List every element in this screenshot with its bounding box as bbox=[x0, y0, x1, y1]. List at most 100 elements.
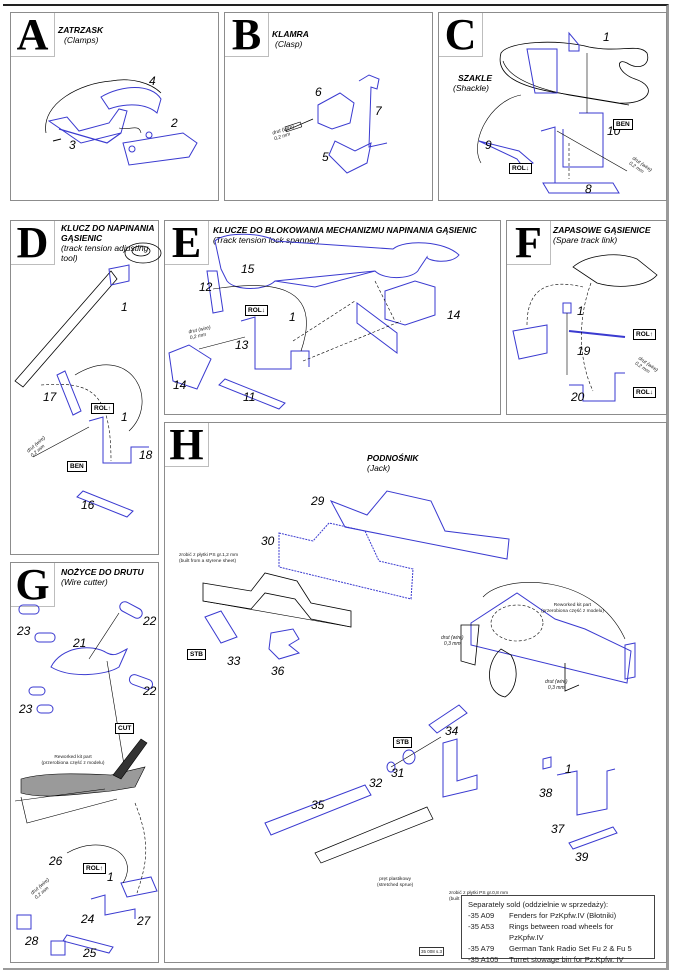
part-number: 29 bbox=[311, 494, 325, 508]
part-number: 38 bbox=[539, 786, 553, 800]
part-number: 7 bbox=[375, 104, 382, 118]
roll-tag: ROL↓ bbox=[633, 387, 656, 398]
jack-parts-drawing bbox=[202, 490, 636, 864]
title-english: (Track tension lock spanner) bbox=[213, 235, 320, 245]
part-number: 36 bbox=[271, 664, 285, 678]
title-polish: SZAKLE bbox=[458, 73, 492, 83]
part-number: 1 bbox=[121, 410, 128, 424]
panel-title: PODNOŚNIK (Jack) bbox=[367, 453, 418, 473]
sold-item-code: -35 A53 bbox=[468, 922, 495, 931]
wire-size: 0,3 mm bbox=[443, 641, 461, 647]
roll-tag: ROL↑ bbox=[91, 403, 114, 414]
title-polish: KLAMRA bbox=[272, 29, 309, 39]
part-number: 3 bbox=[69, 138, 76, 152]
panel-c-shackle: C SZAKLE (Shackle) 1 10 9 8 BEN ROL↓ dru… bbox=[438, 12, 667, 201]
note-line: Reworked kit part bbox=[54, 755, 92, 760]
clasp-parts-drawing bbox=[284, 74, 388, 174]
panel-letter: F bbox=[515, 217, 542, 267]
panel-letter-box: H bbox=[165, 419, 209, 469]
part-number: 35 bbox=[311, 798, 325, 812]
roll-tag: ROL↑ bbox=[83, 863, 106, 874]
part-number: 26 bbox=[49, 854, 63, 868]
part-number: 23 bbox=[17, 624, 31, 638]
part-number: 32 bbox=[369, 776, 383, 790]
panel-g-wire-cutter: G NOŻYCE DO DRUTU (Wire cutter) 22 23 21… bbox=[10, 562, 159, 963]
title-english: (Shackle) bbox=[453, 83, 489, 93]
panel-letter: G bbox=[15, 559, 50, 609]
part-number: 13 bbox=[235, 338, 249, 352]
part-number: 9 bbox=[485, 138, 492, 152]
note-line: pręt plastikowy bbox=[379, 877, 411, 882]
note-line: (przerobiona część z modelu) bbox=[41, 760, 105, 766]
wire-cutter-drawing bbox=[14, 601, 158, 956]
sold-item: -35 A09 Fenders for PzKpfw.IV (Błotniki) bbox=[468, 910, 648, 921]
part-number: 24 bbox=[81, 912, 95, 926]
part-number: 1 bbox=[107, 870, 114, 884]
title-english: (Clasp) bbox=[275, 39, 303, 49]
part-number: 27 bbox=[137, 914, 151, 928]
part-number: 11 bbox=[243, 390, 256, 404]
part-number: 30 bbox=[261, 534, 275, 548]
part-number: 4 bbox=[149, 74, 156, 88]
sold-item-code: -35 A79 bbox=[468, 944, 495, 953]
part-number: 6 bbox=[315, 85, 322, 99]
note-line: zrobić z płytki PS gr.0,8 mm bbox=[449, 891, 509, 896]
panel-d-tension-tool: D KLUCZ DO NAPINANIA GĄSIENIC (track ten… bbox=[10, 217, 162, 555]
title-polish: PODNOŚNIK bbox=[367, 453, 419, 463]
part-number: 20 bbox=[571, 390, 585, 404]
part-number: 1 bbox=[289, 310, 296, 324]
panel-a-clamps: A ZATRZASK (Clamps) 4 2 3 bbox=[10, 12, 219, 201]
part-number: 2 bbox=[171, 116, 178, 130]
reworked-part-note: Reworked kit part (przerobiona część z m… bbox=[541, 603, 604, 614]
wire-note: drut (wire) 0,3 mm bbox=[441, 635, 464, 647]
panel-title: KLAMRA (Clasp) bbox=[272, 29, 309, 49]
roll-tag: ROL↑ bbox=[633, 329, 656, 340]
panel-letter: H bbox=[169, 419, 204, 469]
part-number: 21 bbox=[73, 636, 87, 650]
title-polish: ZAPASOWE GĄSIENICE bbox=[553, 225, 651, 235]
note-line: (przerobiona część z modelu) bbox=[541, 608, 604, 614]
part-number: 17 bbox=[43, 390, 57, 404]
panel-letter: D bbox=[16, 217, 49, 267]
title-polish: NOŻYCE DO DRUTU bbox=[61, 567, 144, 577]
part-number: 5 bbox=[322, 150, 329, 164]
part-number: 12 bbox=[199, 280, 213, 294]
panel-e-lock-spanner: E KLUCZE DO BLOKOWANIA MECHANIZMU NAPINA… bbox=[164, 220, 501, 415]
roll-tag: ROL↓ bbox=[245, 305, 268, 316]
part-number: 37 bbox=[551, 822, 565, 836]
title-english: (track tension adjusting tool) bbox=[61, 243, 149, 263]
panel-letter-box: D bbox=[11, 217, 55, 267]
panel-b-clasp: B KLAMRA (Clasp) 6 7 5 drut (wire) 0,2 m… bbox=[224, 12, 433, 201]
part-number: 1 bbox=[603, 30, 610, 44]
panel-letter: A bbox=[16, 9, 49, 59]
spare-track-drawing bbox=[512, 254, 658, 402]
stretched-sprue-note: pręt plastikowy (stretched sprue) bbox=[377, 877, 413, 888]
sheet-number: 35 008 s.3 bbox=[419, 947, 445, 956]
wire-label: drut (wire) bbox=[441, 635, 464, 641]
part-number: 1 bbox=[565, 762, 572, 776]
panel-title: KLUCZ DO NAPINANIA GĄSIENIC (track tensi… bbox=[61, 223, 161, 263]
panel-letter-box: F bbox=[507, 217, 551, 267]
part-number: 22 bbox=[143, 684, 157, 698]
separately-sold-box: Separately sold (oddzielnie w sprzedaży)… bbox=[461, 895, 655, 964]
panel-h-jack: H PODNOŚNIK (Jack) bbox=[164, 419, 667, 964]
panel-letter-box: A bbox=[11, 9, 55, 59]
panel-letter: E bbox=[171, 217, 202, 267]
title-polish: KLUCZE DO BLOKOWANIA MECHANIZMU NAPINANI… bbox=[213, 225, 477, 235]
part-number: 16 bbox=[81, 498, 95, 512]
sold-item: -35 A79 German Tank Radio Set Fu 2 & Fu … bbox=[468, 943, 648, 954]
reworked-part-note: Reworked kit part (przerobiona część z m… bbox=[21, 755, 125, 766]
panel-letter-box: C bbox=[439, 12, 483, 57]
separately-sold-heading: Separately sold (oddzielnie w sprzedaży)… bbox=[468, 900, 609, 909]
panel-title: ZATRZASK (Clamps) bbox=[58, 25, 103, 45]
bend-tag: BEN bbox=[67, 461, 87, 472]
instruction-sheet bbox=[3, 4, 669, 970]
part-number: 28 bbox=[25, 934, 39, 948]
panel-f-spare-track: F ZAPASOWE GĄSIENICE (Spare track link) … bbox=[506, 220, 667, 415]
panel-letter-box: G bbox=[11, 559, 55, 609]
stb-tag: STB bbox=[187, 649, 206, 660]
part-number: 34 bbox=[445, 724, 459, 738]
wire-label: drut (wire) bbox=[545, 679, 568, 685]
stb-tag: STB bbox=[393, 737, 412, 748]
sold-item: -35 A53 Rings between road wheels for Pz… bbox=[468, 921, 648, 943]
